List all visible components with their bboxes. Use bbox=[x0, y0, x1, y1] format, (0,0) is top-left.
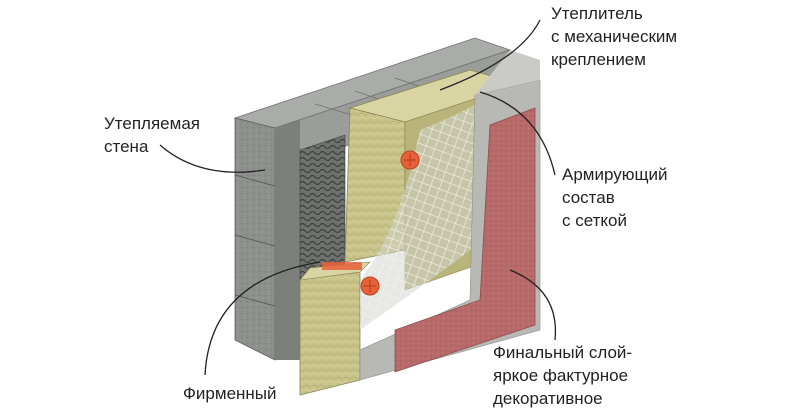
dowel-bottom bbox=[322, 262, 380, 296]
leader-wall bbox=[159, 144, 266, 173]
dowel-top bbox=[400, 150, 420, 170]
label-final-layer-line2: яркое фактурное bbox=[493, 366, 629, 385]
label-reinforcing-line1: Армирующий bbox=[562, 165, 668, 184]
leader-final bbox=[509, 269, 557, 341]
label-reinforcing-line3: с сеткой bbox=[562, 211, 627, 230]
label-branded-line1: Фирменный bbox=[183, 384, 277, 403]
leader-insulation bbox=[439, 19, 541, 91]
label-reinforcing-line2: состав bbox=[562, 188, 615, 207]
decorative-finish bbox=[394, 107, 536, 373]
facade-cross-section-diagram bbox=[159, 19, 557, 396]
leader-lines bbox=[159, 19, 557, 376]
leader-branded bbox=[204, 261, 321, 376]
label-insulation-line1: Утеплитель bbox=[551, 4, 643, 23]
label-insulation-line2: с механическим bbox=[551, 27, 678, 46]
label-wall-line1: Утепляемая bbox=[104, 114, 200, 133]
label-wall: Утепляемая стена bbox=[104, 112, 200, 158]
label-insulation: Утеплитель с механическим креплением bbox=[551, 2, 677, 71]
reinforcing-mesh bbox=[360, 95, 495, 330]
label-wall-line2: стена bbox=[104, 137, 149, 156]
label-reinforcing: Армирующий состав с сеткой bbox=[562, 163, 667, 232]
label-branded: Фирменный bbox=[183, 382, 277, 405]
label-insulation-line3: креплением bbox=[551, 50, 646, 69]
label-final-layer-line1: Финальный слой- bbox=[493, 343, 633, 362]
leader-reinforcing bbox=[479, 91, 556, 176]
label-final-layer-line3: декоративное bbox=[493, 389, 603, 408]
